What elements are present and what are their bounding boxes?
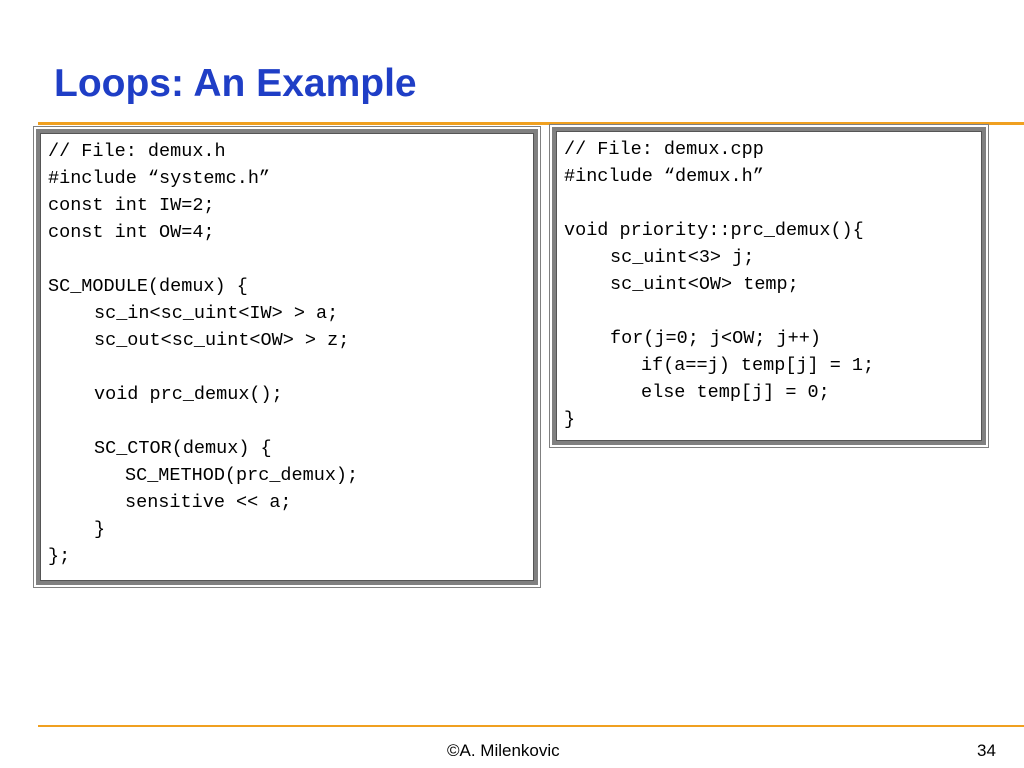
code-line: const int OW=4; — [48, 222, 215, 243]
header-code-box-inner-border — [40, 133, 534, 581]
code-line: // File: demux.h — [48, 141, 226, 162]
code-line: sc_uint<OW> temp; — [610, 274, 799, 295]
code-line: SC_MODULE(demux) { — [48, 276, 248, 297]
code-line: } — [564, 409, 576, 430]
footer-author: ©A. Milenkovic — [447, 741, 560, 760]
code-line: // File: demux.cpp — [564, 139, 764, 160]
code-line: SC_METHOD(prc_demux); — [125, 465, 359, 486]
code-line: for(j=0; j<OW; j++) — [610, 328, 821, 349]
code-line: sc_out<sc_uint<OW> > z; — [94, 330, 350, 351]
code-line: if(a==j) temp[j] = 1; — [641, 355, 875, 376]
title-divider — [38, 122, 1024, 125]
page-number: 34 — [977, 741, 996, 760]
code-line: sc_in<sc_uint<IW> > a; — [94, 303, 339, 324]
code-line: const int IW=2; — [48, 195, 215, 216]
code-line: #include “systemc.h” — [48, 168, 271, 189]
code-line: void prc_demux(); — [94, 384, 283, 405]
code-line: SC_CTOR(demux) { — [94, 438, 272, 459]
code-line: void priority::prc_demux(){ — [564, 220, 864, 241]
code-line: }; — [48, 546, 71, 567]
code-line: sensitive << a; — [125, 492, 292, 513]
code-line: else temp[j] = 0; — [641, 382, 830, 403]
implementation-code-box-inner-border — [556, 131, 982, 441]
slide-title: Loops: An Example — [54, 62, 417, 105]
implementation-code-box: // File: demux.cpp #include “demux.h” vo… — [549, 124, 989, 448]
header-code-box: // File: demux.h #include “systemc.h” co… — [33, 126, 541, 588]
code-line: #include “demux.h” — [564, 166, 764, 187]
footer-divider — [38, 725, 1024, 727]
code-line: sc_uint<3> j; — [610, 247, 755, 268]
code-line: } — [94, 519, 106, 540]
